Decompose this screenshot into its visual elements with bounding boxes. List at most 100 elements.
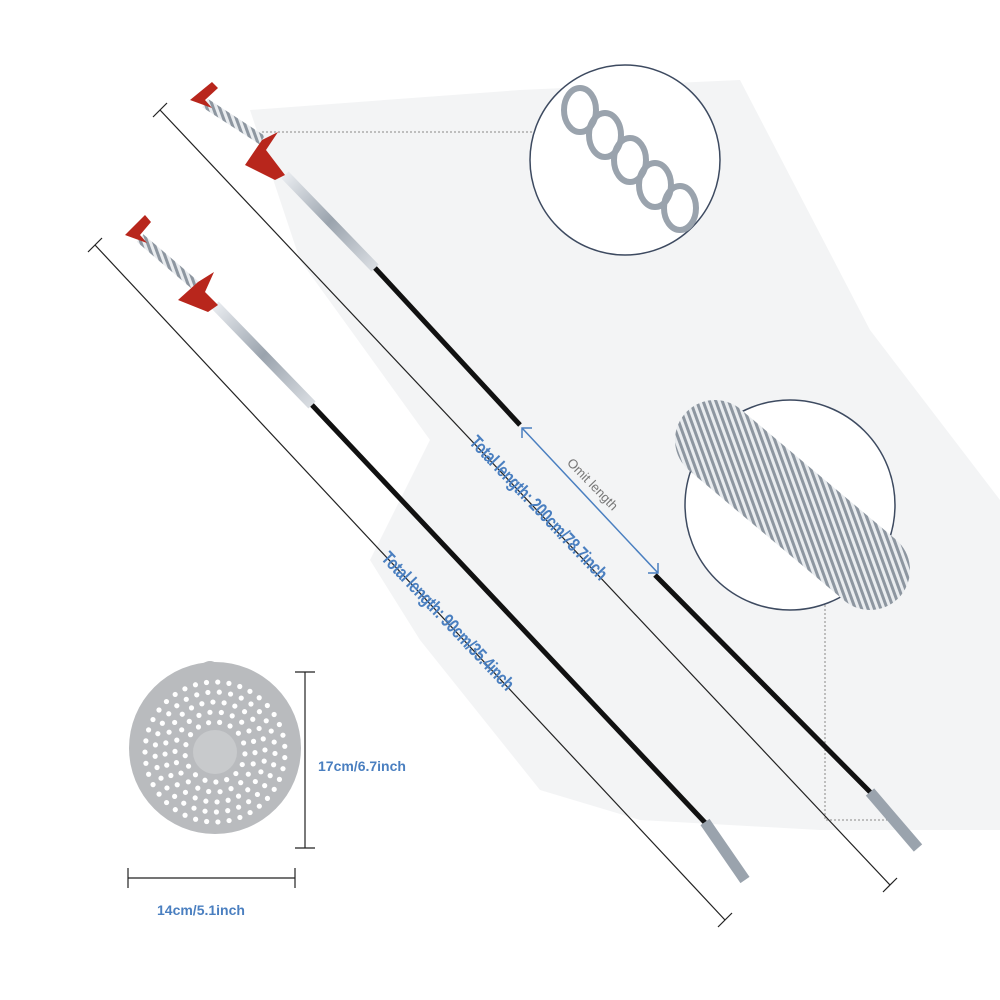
dimension-lines	[87, 102, 898, 928]
strainer-hole	[245, 771, 251, 777]
strainer-hole	[191, 805, 197, 811]
strainer-hole	[271, 786, 277, 792]
strainer-hole	[163, 799, 170, 806]
strainer-hole	[229, 713, 235, 719]
strainer-hole	[210, 699, 216, 705]
strainer-hole	[183, 696, 189, 702]
strainer-hole	[172, 719, 178, 726]
strainer-hole	[238, 780, 244, 786]
strainer-hole	[263, 718, 269, 724]
strainer-hole	[179, 727, 185, 733]
strainer-hole	[192, 682, 199, 688]
strainer-hole	[239, 761, 245, 768]
strainer-hole	[216, 689, 222, 695]
strainer-hole	[272, 750, 278, 757]
strainer-hole	[142, 749, 148, 755]
strainer-hole	[203, 679, 210, 686]
strainer-hole	[228, 786, 234, 792]
strainer-hole	[237, 814, 243, 821]
strainer-hole	[154, 764, 160, 771]
strainer-hole	[252, 750, 258, 756]
strainer-hole	[182, 812, 188, 818]
strainer-hole	[247, 688, 253, 694]
strainer-hole	[238, 695, 244, 701]
strainer-hole	[258, 769, 264, 775]
strainer-hole	[195, 785, 201, 791]
strainer-hole	[217, 719, 223, 725]
strainer-hole	[150, 716, 156, 723]
strainer-hole	[233, 770, 239, 777]
strainer-hole	[260, 736, 266, 742]
strainer-hole	[221, 700, 227, 706]
strainer-hole	[250, 761, 256, 767]
strainer-hole	[264, 795, 271, 801]
strainer-hole	[182, 789, 189, 795]
omit-length-arrow	[521, 427, 659, 574]
strainer-hole	[254, 791, 261, 798]
strainer-hole	[205, 689, 211, 696]
strainer-hole	[282, 754, 288, 761]
strainer-hole	[226, 817, 232, 824]
strainer-hole	[225, 808, 231, 814]
strainer-hole	[156, 791, 162, 797]
spring-detail-circle	[529, 64, 721, 256]
strainer-hole	[242, 751, 248, 757]
strainer-hole	[247, 809, 253, 816]
strainer-hole	[226, 680, 232, 686]
strainer-hole	[166, 711, 172, 717]
strainer-hole	[156, 707, 162, 713]
strainer-hole	[264, 702, 270, 709]
strainer-hole	[235, 730, 241, 736]
strainer-hole	[240, 740, 247, 746]
strainer-hole	[188, 705, 195, 711]
long-drain-tool	[190, 82, 923, 852]
strainer-hole	[282, 743, 288, 749]
strainer-hole	[158, 775, 164, 781]
strainer-hole	[195, 724, 202, 730]
strainer-height-label: 17cm/6.7inch	[318, 758, 406, 774]
strainer-hole	[192, 772, 199, 778]
strainer-hole	[206, 720, 212, 726]
strainer-hole	[246, 728, 252, 734]
strainer-hole	[267, 773, 273, 779]
strainer-hole	[143, 738, 149, 744]
strainer-hole	[150, 782, 156, 788]
strainer-hole	[239, 719, 245, 725]
strainer-hole	[217, 789, 223, 795]
strainer-hole	[172, 748, 178, 754]
strainer-hole	[152, 753, 158, 759]
strainer-hole	[215, 679, 221, 685]
strainer-hole	[182, 753, 188, 759]
background-panel	[250, 80, 1000, 830]
strainer-hole	[179, 711, 185, 717]
strainer-hole	[256, 725, 262, 732]
strainer-hole	[250, 738, 257, 744]
strainer-hole	[252, 778, 258, 785]
strainer-hole	[237, 683, 243, 690]
strainer-hole	[162, 751, 168, 757]
strainer-hole	[182, 686, 188, 692]
strainer-hole	[166, 729, 172, 735]
strainer-hole	[163, 698, 170, 705]
strainer-hole	[271, 739, 277, 745]
strainer-hole	[164, 762, 170, 768]
strainer-hole	[146, 771, 152, 777]
strainer-hole	[199, 701, 205, 707]
strainer-hole	[232, 703, 238, 709]
strainer-hole	[202, 808, 208, 814]
strainer-hole	[271, 762, 277, 768]
callout-lines	[262, 131, 890, 821]
strainer-hole	[227, 723, 233, 729]
strainer-hole	[271, 711, 277, 718]
drain-strainer	[129, 661, 301, 834]
strainer-hole	[236, 804, 242, 810]
strainer-hole	[203, 798, 209, 804]
strainer-hole	[163, 740, 169, 746]
strainer-hole	[250, 716, 256, 722]
strainer-hole	[268, 728, 274, 734]
strainer-hole	[256, 803, 262, 809]
strainer-hole	[245, 787, 251, 793]
strainer-hole	[196, 712, 202, 718]
strainer-width-label: 14cm/5.1inch	[157, 902, 245, 918]
